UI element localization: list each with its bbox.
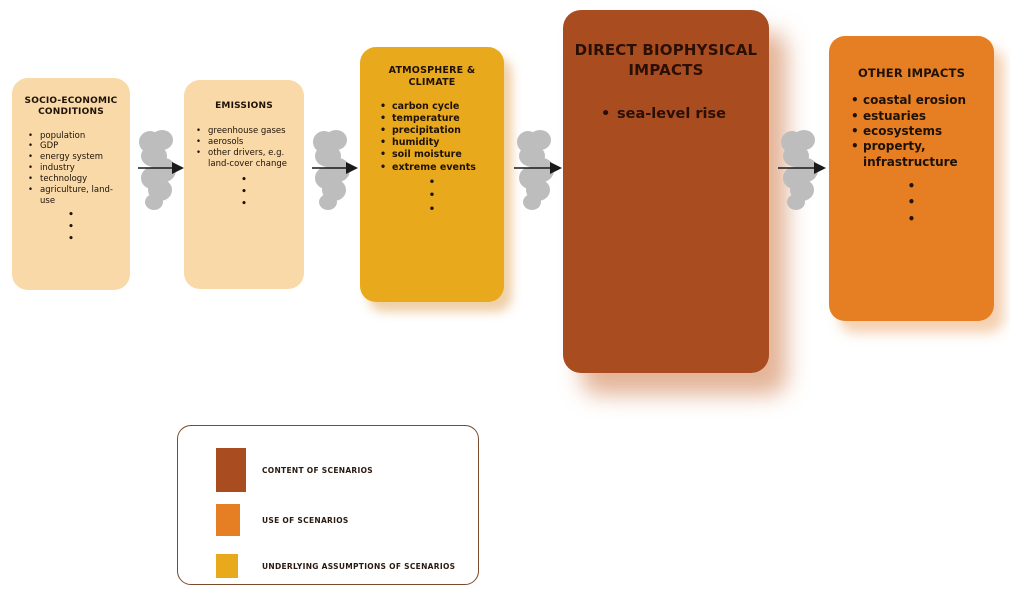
emissions-box: EMISSIONS greenhouse gases aerosols othe… (184, 80, 304, 289)
legend-label: CONTENT OF SCENARIOS (262, 466, 373, 475)
list-item: estuaries (851, 109, 988, 125)
legend: CONTENT OF SCENARIOS USE OF SCENARIOS UN… (177, 425, 479, 585)
cloud-icon (781, 130, 818, 210)
list-item: precipitation (380, 125, 498, 137)
list-item: sea-level rise (601, 105, 761, 124)
list-item: soil moisture (380, 149, 498, 161)
socio-economic-title: SOCIO-ECONOMIC CONDITIONS (24, 96, 118, 118)
list-item: technology (28, 174, 124, 185)
legend-label: UNDERLYING ASSUMPTIONS OF SCENARIOS (262, 562, 456, 571)
list-item: industry (28, 163, 124, 174)
cloud-icon (313, 130, 350, 210)
legend-swatch (216, 554, 238, 578)
emissions-title: EMISSIONS (215, 101, 273, 111)
continuation-dots: ••• (68, 209, 74, 244)
list-item: property, infrastructure (851, 139, 988, 170)
emissions-list: greenhouse gases aerosols other drivers,… (196, 126, 298, 170)
other-impacts-title: OTHER IMPACTS (857, 66, 966, 80)
other-impacts-list: coastal erosion estuaries ecosystems pro… (851, 93, 988, 170)
atmosphere-climate-title: ATMOSPHERE & CLIMATE (388, 65, 476, 88)
list-item: humidity (380, 137, 498, 149)
atmosphere-climate-box: ATMOSPHERE & CLIMATE carbon cycle temper… (360, 47, 504, 302)
list-item: aerosols (196, 137, 298, 148)
list-item: population (28, 131, 124, 142)
list-item: agriculture, land-use (28, 185, 124, 207)
continuation-dots: ••• (907, 179, 916, 226)
list-item: energy system (28, 152, 124, 163)
list-item: coastal erosion (851, 93, 988, 109)
cloud-icon (517, 130, 554, 210)
list-item: temperature (380, 113, 498, 125)
direct-impacts-title: DIRECT BIOPHYSICAL IMPACTS (574, 41, 758, 80)
continuation-dots: ••• (428, 176, 436, 215)
list-item: GDP (28, 141, 124, 152)
legend-label: USE OF SCENARIOS (262, 516, 349, 525)
legend-swatch (216, 448, 246, 492)
arrow-right-icon (138, 162, 184, 174)
atmosphere-climate-list: carbon cycle temperature precipitation h… (380, 101, 498, 174)
arrow-right-icon (778, 162, 826, 174)
list-item: greenhouse gases (196, 126, 298, 137)
list-item: extreme events (380, 162, 498, 174)
arrow-right-icon (514, 162, 562, 174)
list-item: other drivers, e.g. land-cover change (196, 148, 298, 170)
socio-economic-box: SOCIO-ECONOMIC CONDITIONS population GDP… (12, 78, 130, 290)
direct-impacts-box: DIRECT BIOPHYSICAL IMPACTS sea-level ris… (563, 10, 769, 373)
arrow-right-icon (312, 162, 358, 174)
socio-economic-list: population GDP energy system industry te… (28, 131, 124, 207)
continuation-dots: ••• (241, 174, 247, 210)
list-item: ecosystems (851, 124, 988, 140)
cloud-icon (139, 130, 176, 210)
other-impacts-box: OTHER IMPACTS coastal erosion estuaries … (829, 36, 994, 321)
direct-impacts-list: sea-level rise (601, 105, 761, 124)
list-item: carbon cycle (380, 101, 498, 113)
legend-swatch (216, 504, 240, 536)
